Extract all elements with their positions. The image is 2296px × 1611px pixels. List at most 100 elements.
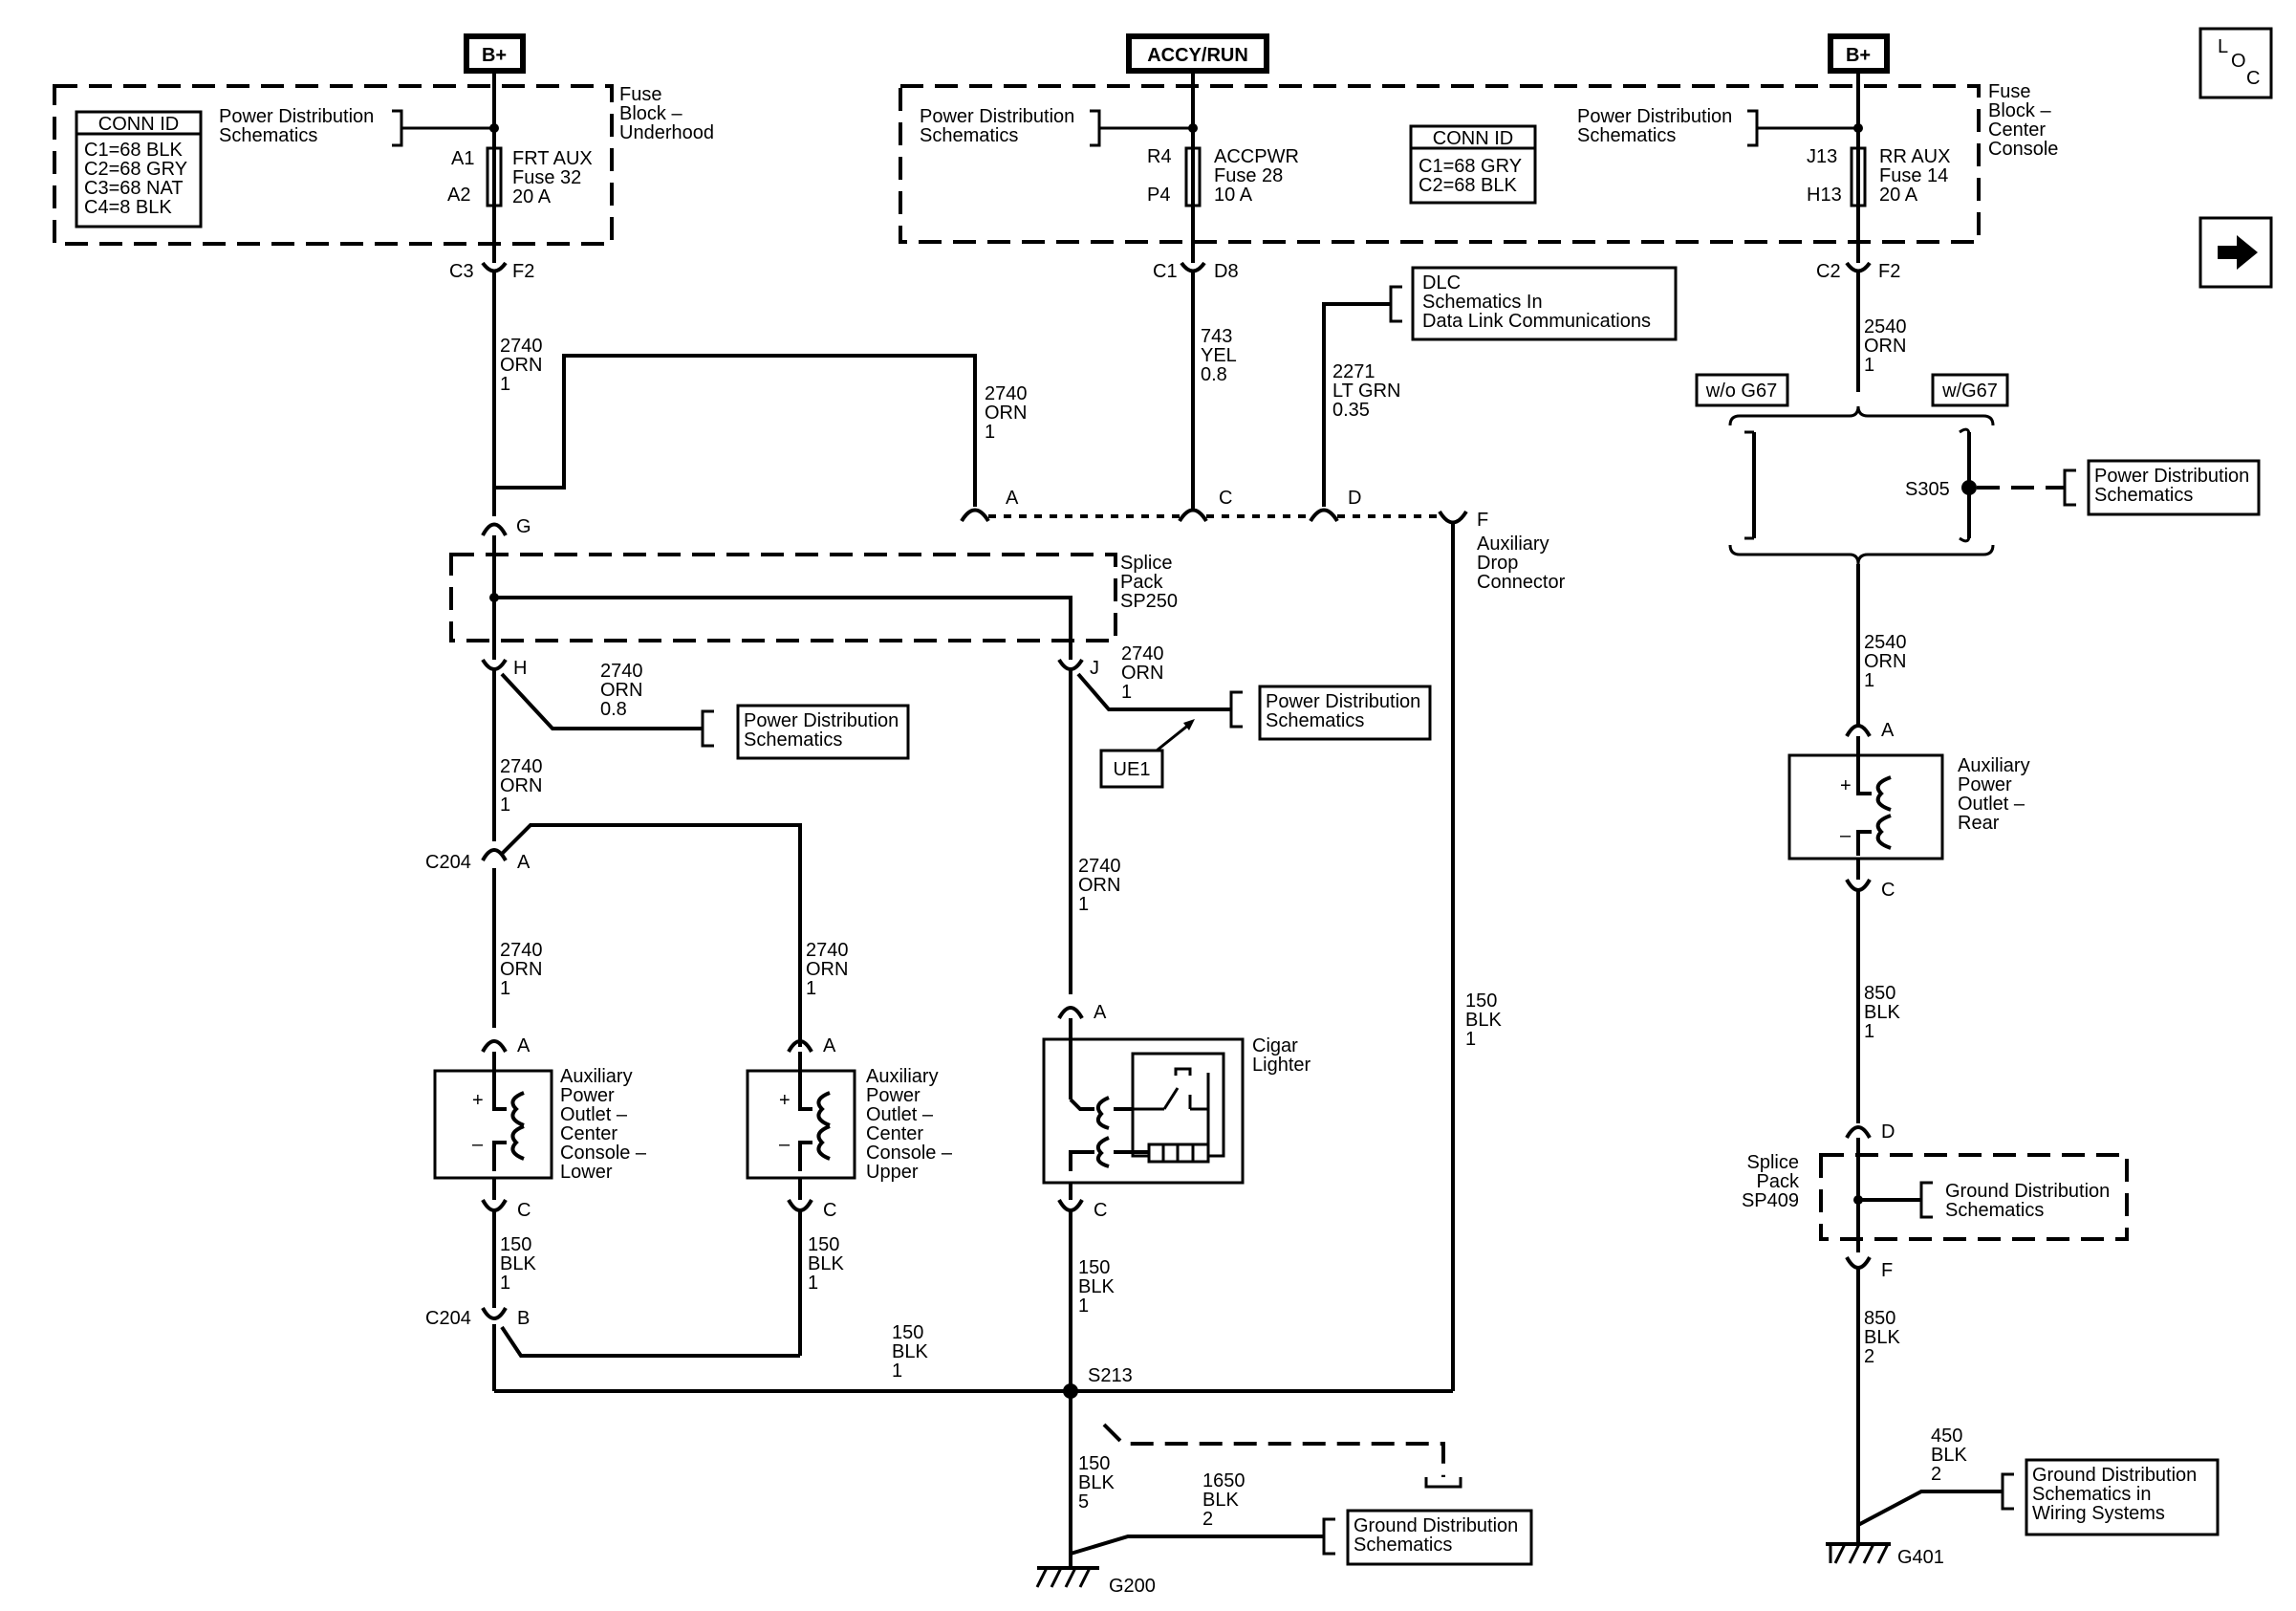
diagram-text: Power — [1958, 774, 2012, 795]
gd-ref-g200[interactable]: Ground Distribution Schematics — [1346, 1509, 1533, 1566]
wire-2740-lower-mid — [500, 823, 802, 1047]
diagram-text: YEL — [1201, 345, 1237, 366]
diagram-text: 150 — [1078, 1453, 1110, 1474]
wire-label-1650: 1650 BLK 2 — [1202, 1470, 1245, 1530]
gd-ref-g401[interactable]: Ground Distribution Schematics in Wiring… — [2025, 1458, 2220, 1536]
diagram-text: ACCPWR — [1214, 146, 1299, 167]
diagram-text: 1 — [1864, 670, 1874, 691]
diagram-text: Power — [560, 1085, 615, 1106]
diagram-text: A1 — [451, 148, 474, 169]
diagram-text: C4=8 BLK — [84, 197, 172, 218]
wo-g67-label: w/o G67 — [1695, 373, 1789, 407]
wire-label-2740-lower-left: 2740 ORN 1 — [500, 940, 543, 999]
wire-label-2540-top: 2540 ORN 1 — [1864, 316, 1907, 376]
diagram-text: ORN — [600, 680, 642, 701]
diagram-text: Center — [560, 1123, 617, 1144]
diagram-text: C2 — [1816, 261, 1841, 282]
loc-button[interactable]: L O C — [2199, 27, 2273, 99]
diagram-text: C204 — [425, 1308, 471, 1329]
diagram-text: C1=68 GRY — [1419, 156, 1522, 177]
diagram-text: Schematics — [1577, 125, 1676, 146]
pd-ref-s305[interactable]: Power Distribution Schematics — [2087, 459, 2261, 516]
diagram-text: Fuse 28 — [1214, 165, 1283, 186]
aux-power-outlet-rear: + – Auxiliary Power Outlet – Rear — [1787, 736, 2030, 860]
aux-power-outlet-upper: + – Auxiliary Power Outlet – Center Cons… — [746, 1052, 953, 1183]
diagram-text: F — [1477, 510, 1488, 531]
diagram-text: 20 A — [512, 186, 552, 207]
diagram-text: Auxiliary — [1477, 533, 1549, 555]
diagram-text: 150 — [500, 1234, 531, 1255]
diagram-text: 150 — [1078, 1257, 1110, 1278]
diagram-text: Ground Distribution — [1945, 1181, 2110, 1202]
diagram-text: H13 — [1807, 185, 1842, 206]
diagram-text: 450 — [1931, 1426, 1962, 1447]
wire-2740-to-drop — [494, 354, 977, 507]
diagram-text: Upper — [866, 1162, 919, 1183]
diagram-text: FRT AUX — [512, 148, 593, 169]
splice-s305 — [1961, 480, 1977, 495]
diagram-text: C2=68 GRY — [84, 159, 187, 180]
wire-label-2740-lower-mid: 2740 ORN 1 — [806, 940, 849, 999]
diagram-text: 1 — [1864, 1021, 1874, 1042]
diagram-text: C — [823, 1200, 836, 1221]
diagram-text: 2 — [1202, 1509, 1213, 1530]
diagram-text: Underhood — [619, 122, 714, 143]
diagram-text: Schematics — [1945, 1200, 2044, 1221]
diagram-text: Schematics — [2094, 485, 2193, 506]
pd-ref-j[interactable]: Power Distribution Schematics — [1258, 685, 1432, 741]
diagram-text: 1 — [808, 1273, 818, 1294]
diagram-text: C1=68 BLK — [84, 140, 184, 161]
diagram-text: F2 — [1878, 261, 1900, 282]
diagram-text: Outlet – — [866, 1104, 934, 1125]
diagram-text: Auxiliary — [1958, 755, 2030, 776]
diagram-text: 0.8 — [1201, 364, 1227, 385]
accy-run-header: ACCY/RUN — [1126, 33, 1269, 74]
diagram-text: 2271 — [1332, 361, 1375, 382]
diagram-text: 1 — [500, 795, 510, 816]
next-page-button[interactable] — [2199, 216, 2273, 289]
diagram-text: Schematics — [219, 125, 317, 146]
diagram-text: 150 — [892, 1322, 923, 1343]
gd-ref-sp409[interactable]: Ground Distribution Schematics — [1945, 1181, 2110, 1221]
diagram-text: D8 — [1214, 261, 1239, 282]
diagram-text: Console – — [866, 1143, 953, 1164]
diagram-text: 2740 — [500, 336, 543, 357]
wire-label-450: 450 BLK 2 — [1931, 1426, 1967, 1485]
diagram-text: 2740 — [600, 661, 643, 682]
diagram-text: Fuse 14 — [1879, 165, 1948, 186]
diagram-text: Center — [1988, 120, 2046, 141]
diagram-text: Power Distribution — [920, 106, 1074, 127]
diagram-text: Console — [1988, 139, 2058, 160]
diagram-text: C — [1219, 488, 1232, 509]
diagram-text: D — [1881, 1121, 1895, 1143]
diagram-text: 1 — [1121, 682, 1132, 703]
diagram-text: 2 — [1931, 1464, 1941, 1485]
wire-label-150-lower: 150 BLK 1 — [500, 1234, 536, 1294]
diagram-text: Pack — [1757, 1171, 1800, 1192]
diagram-text: Cigar — [1252, 1035, 1298, 1056]
diagram-text: 1 — [1078, 894, 1089, 915]
diagram-text: 1 — [500, 978, 510, 999]
pd-ref-h[interactable]: Power Distribution Schematics — [736, 704, 910, 760]
diagram-text: – — [779, 1134, 791, 1155]
conn-id-box-accy: CONN ID C1=68 GRY C2=68 BLK — [1409, 124, 1537, 205]
diagram-text: B — [517, 1308, 530, 1329]
diagram-text: A2 — [447, 185, 470, 206]
diagram-text: 1 — [500, 1273, 510, 1294]
diagram-text: G200 — [1109, 1576, 1156, 1597]
diagram-text: Power Distribution — [744, 710, 899, 731]
wire-label-150-g200: 150 BLK 5 — [1078, 1453, 1115, 1513]
diagram-text: Pack — [1120, 572, 1163, 593]
diagram-text: ORN — [500, 959, 542, 980]
diagram-text: 2740 — [1121, 643, 1164, 664]
diagram-text: Center — [866, 1123, 923, 1144]
ue1-label: UE1 — [1099, 719, 1195, 789]
diagram-text: Power Distribution — [2094, 466, 2249, 487]
diagram-text: C — [1094, 1200, 1107, 1221]
diagram-text: – — [472, 1134, 484, 1155]
dlc-ref-box[interactable]: DLC Schematics In Data Link Communicatio… — [1411, 266, 1678, 341]
diagram-text: ORN — [500, 355, 542, 376]
diagram-text: Block – — [619, 103, 682, 124]
diagram-text: 2740 — [500, 756, 543, 777]
arrow-right-icon — [2218, 235, 2258, 270]
